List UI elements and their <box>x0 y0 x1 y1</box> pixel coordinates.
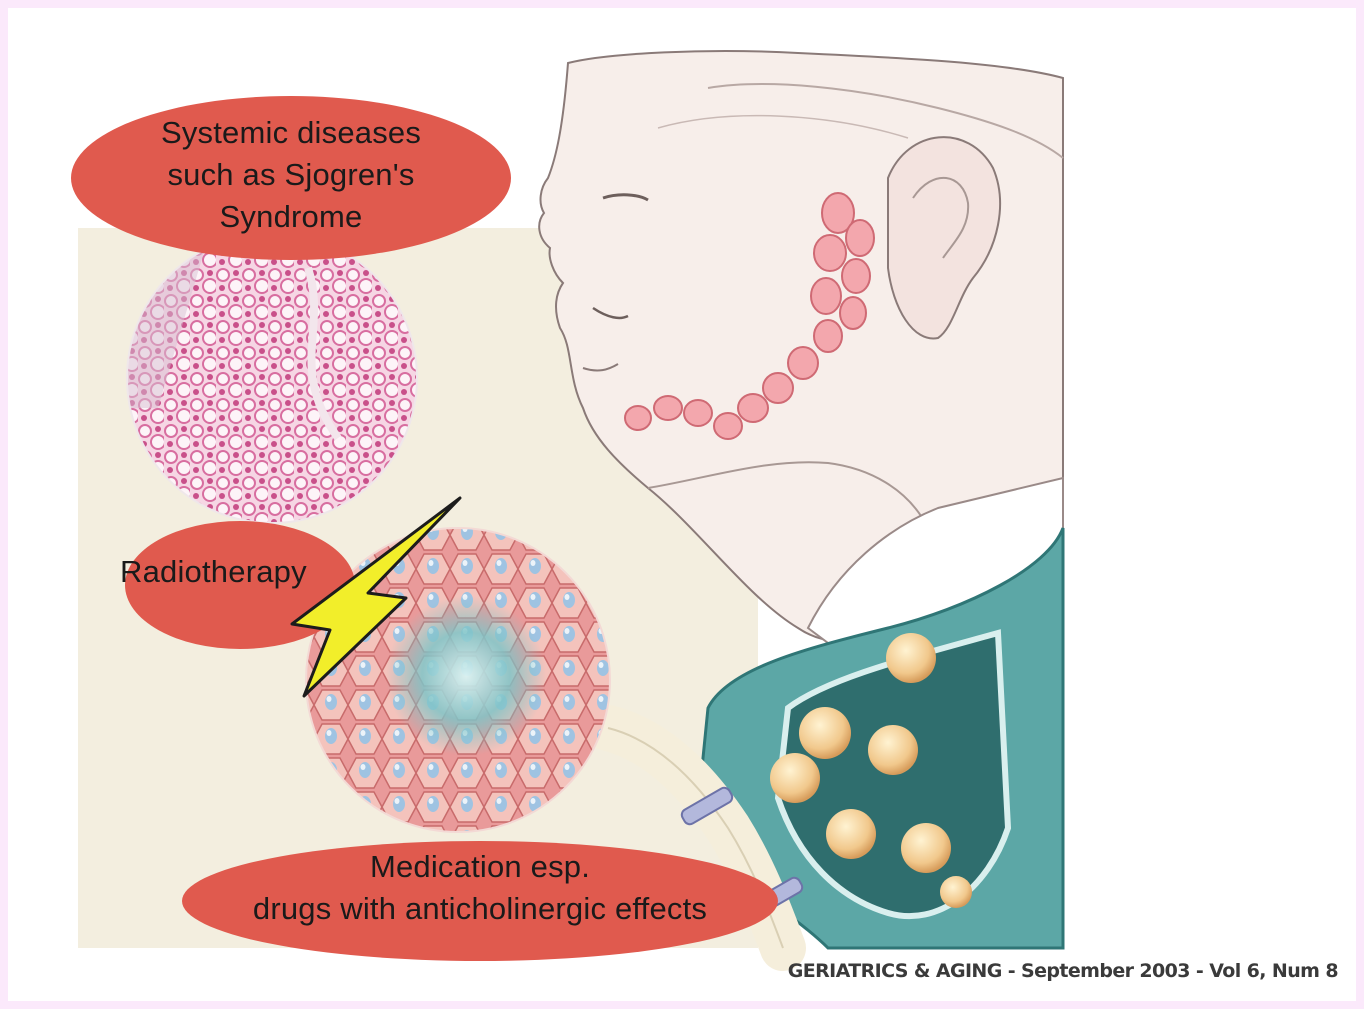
slide-frame: Systemic diseases such as Sjogren's Synd… <box>8 8 1356 1001</box>
radiotherapy-label: Radiotherapy <box>120 551 307 593</box>
medication-label: Medication esp. drugs with anticholinerg… <box>190 846 770 930</box>
citation: GERIATRICS & AGING - September 2003 - Vo… <box>788 960 1338 982</box>
systemic-diseases-label: Systemic diseases such as Sjogren's Synd… <box>91 112 491 238</box>
